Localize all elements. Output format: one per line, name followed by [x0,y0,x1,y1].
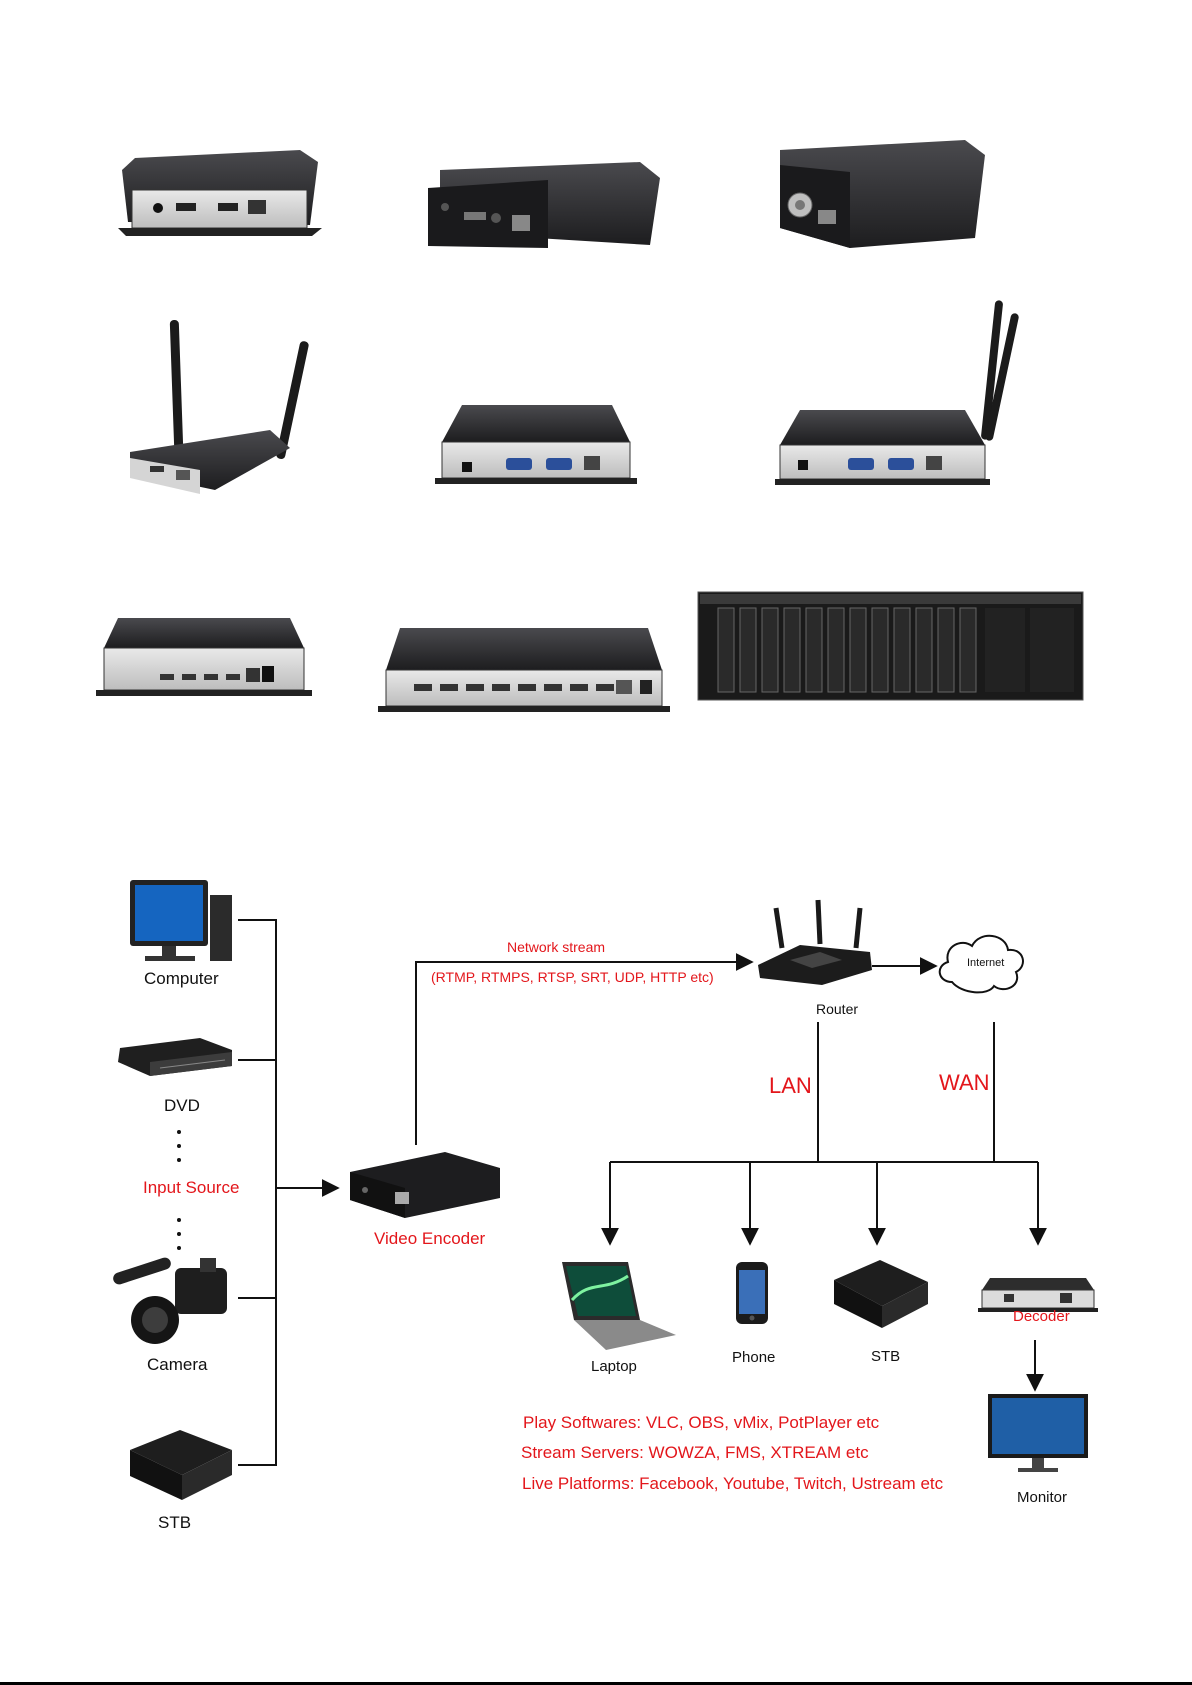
hd-video-encoder-4ch [96,618,312,696]
label-laptop: Laptop [591,1358,637,1375]
label-wan: WAN [939,1070,990,1095]
computer-icon [130,880,232,961]
stb-client-icon [834,1260,928,1328]
label-monitor: Monitor [1017,1489,1068,1506]
label-video-encoder: Video Encoder [374,1229,486,1248]
hdmi-encoder-compact [428,162,660,248]
ellipsis-dots-lower [177,1218,181,1250]
note-stream-servers: Stream Servers: WOWZA, FMS, XTREAM etc [521,1443,869,1462]
label-camera: Camera [147,1355,208,1374]
router-icon [758,899,872,985]
rack-chassis-encoder [697,591,1084,701]
note-live-platforms: Live Platforms: Facebook, Youtube, Twitc… [522,1474,944,1493]
laptop-icon [562,1262,676,1350]
camera-icon [113,1257,227,1344]
dual-vga-encoder [435,405,637,484]
full-hd-video-encoder-8ch [378,628,670,712]
label-protocols: (RTMP, RTMPS, RTSP, SRT, UDP, HTTP etc) [431,969,714,985]
internet-cloud-icon [938,935,1024,994]
label-network-stream: Network stream [507,939,606,955]
label-stb-source: STB [158,1513,192,1532]
bottom-border-rule [0,1682,1192,1685]
label-lan: LAN [769,1073,812,1098]
label-phone: Phone [732,1349,776,1366]
label-stb-client: STB [871,1348,901,1365]
label-dvd: DVD [164,1096,200,1115]
dvd-icon [118,1038,232,1076]
sdi-encoder-bnc [780,140,985,248]
hdmi-encoder-loop-out [118,150,322,236]
label-router: Router [816,1001,859,1017]
label-internet: Internet [967,957,1005,969]
monitor-icon [988,1394,1088,1472]
label-computer: Computer [144,969,219,988]
note-play-softwares: Play Softwares: VLC, OBS, vMix, PotPlaye… [523,1413,880,1432]
wifi-hdmi-encoder [130,320,309,494]
product-grid [96,140,1084,712]
label-input-source: Input Source [143,1178,240,1197]
wifi-dual-vga-encoder [775,300,1019,485]
video-encoder-icon [350,1152,500,1218]
label-decoder: Decoder [1013,1308,1070,1325]
stb-source-icon [130,1430,232,1500]
ellipsis-dots-upper [177,1130,181,1162]
phone-icon [736,1262,768,1324]
source-connectors [238,919,1047,1466]
decoder-icon [978,1278,1098,1312]
